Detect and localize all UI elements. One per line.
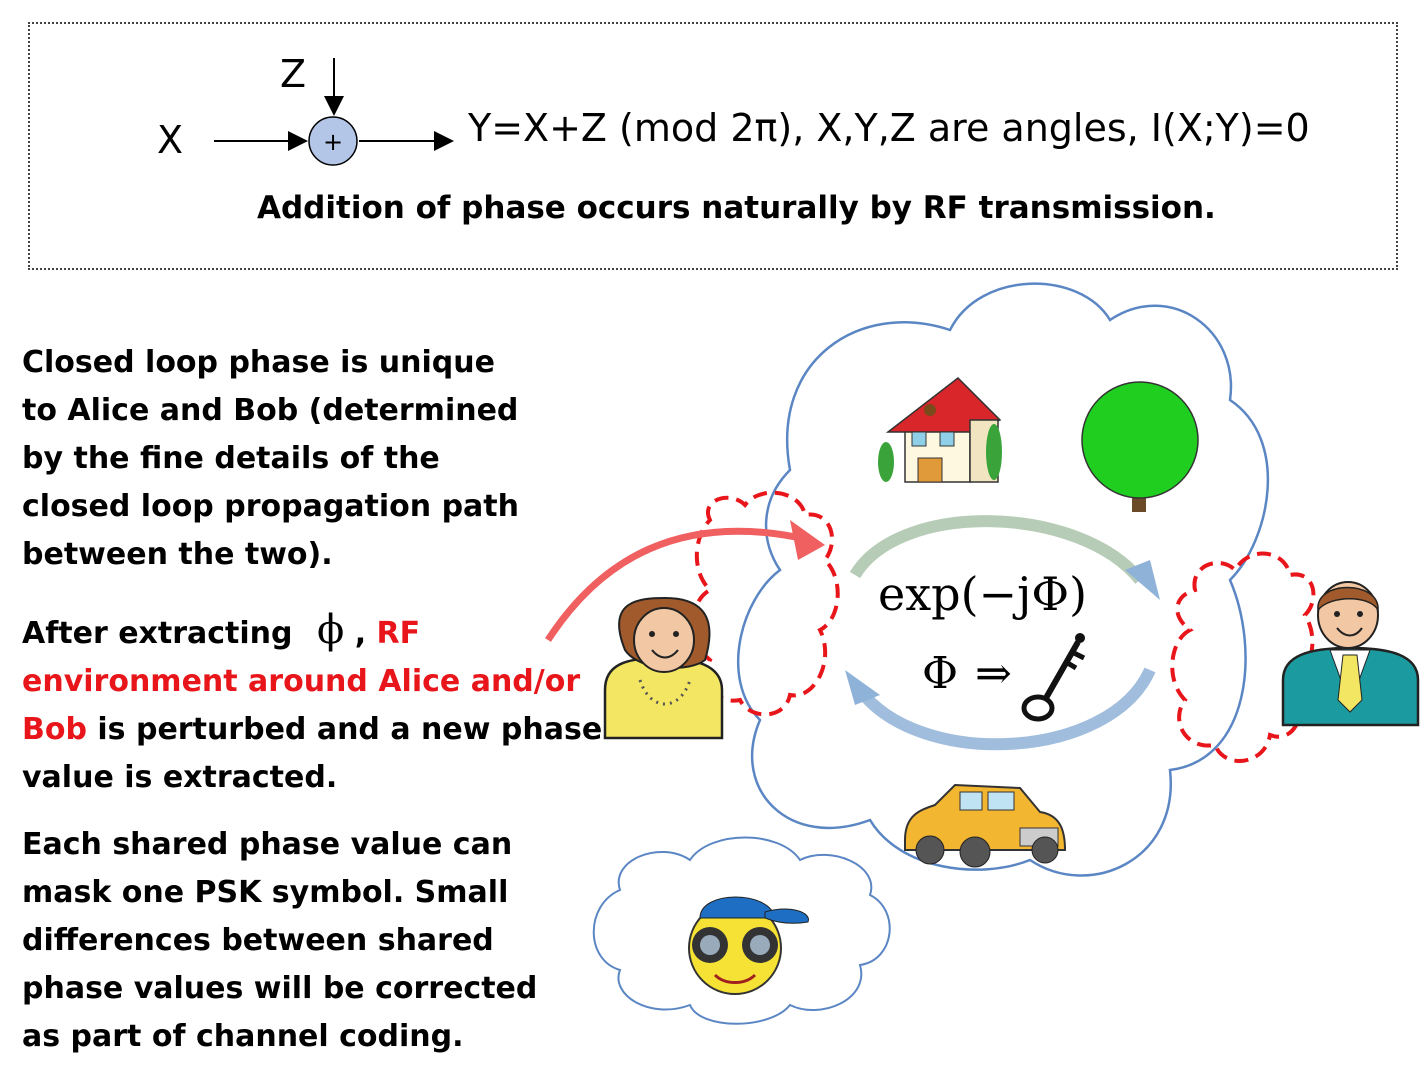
p2-line-1: After extracting ϕ , RF — [22, 607, 421, 653]
p2-line-2: environment around Alice and/or — [22, 664, 581, 699]
p1-line: between the two). — [22, 537, 333, 572]
p1-line: by the fine details of the — [22, 441, 440, 476]
p2-line-4: value is extracted. — [22, 760, 338, 795]
adder-node: + — [308, 116, 358, 166]
p3-line: Each shared phase value can — [22, 827, 513, 862]
x-label: X — [157, 118, 184, 162]
house-icon — [878, 377, 1002, 483]
phi-symbol: Φ — [922, 648, 958, 699]
adder-plus: + — [323, 128, 343, 156]
top-equation-box — [28, 22, 1398, 270]
bob-red-cloud — [1170, 551, 1316, 763]
p1-line: Closed loop phase is unique — [22, 345, 495, 380]
z-label: Z — [280, 52, 307, 96]
alice-icon — [603, 596, 724, 740]
p3-line: as part of channel coding. — [22, 1019, 464, 1054]
loop-arrow-top — [849, 515, 1145, 584]
phi-inline: ϕ — [316, 607, 345, 653]
p1-line: closed loop propagation path — [22, 489, 519, 524]
phase-formula: exp(−jΦ) — [878, 567, 1087, 621]
p3-line: differences between shared — [22, 923, 494, 958]
p2-line-3: Bob is perturbed and a new phase — [22, 712, 603, 747]
eavesdropper-icon — [688, 896, 809, 995]
caption-text: Addition of phase occurs naturally by RF… — [257, 190, 1216, 226]
p3-line: phase values will be corrected — [22, 971, 538, 1006]
key-icon — [1021, 633, 1086, 722]
p3-line: mask one PSK symbol. Small — [22, 875, 509, 910]
p1-line: to Alice and Bob (determined — [22, 393, 519, 428]
car-icon — [904, 783, 1067, 868]
paragraph-1: Closed loop phase is unique to Alice and… — [22, 339, 519, 579]
paragraph-3: Each shared phase value can mask one PSK… — [22, 821, 537, 1061]
paragraph-2: After extracting ϕ , RF environment arou… — [22, 606, 602, 802]
implies-arrow: ⇒ — [975, 648, 1012, 699]
tree-icon — [1081, 381, 1199, 512]
loop-arrow-bottom — [855, 667, 1156, 751]
bob-icon — [1281, 581, 1420, 727]
equation-text: Y=X+Z (mod 2π), X,Y,Z are angles, I(X;Y)… — [468, 106, 1310, 150]
red-arrow — [545, 527, 811, 642]
